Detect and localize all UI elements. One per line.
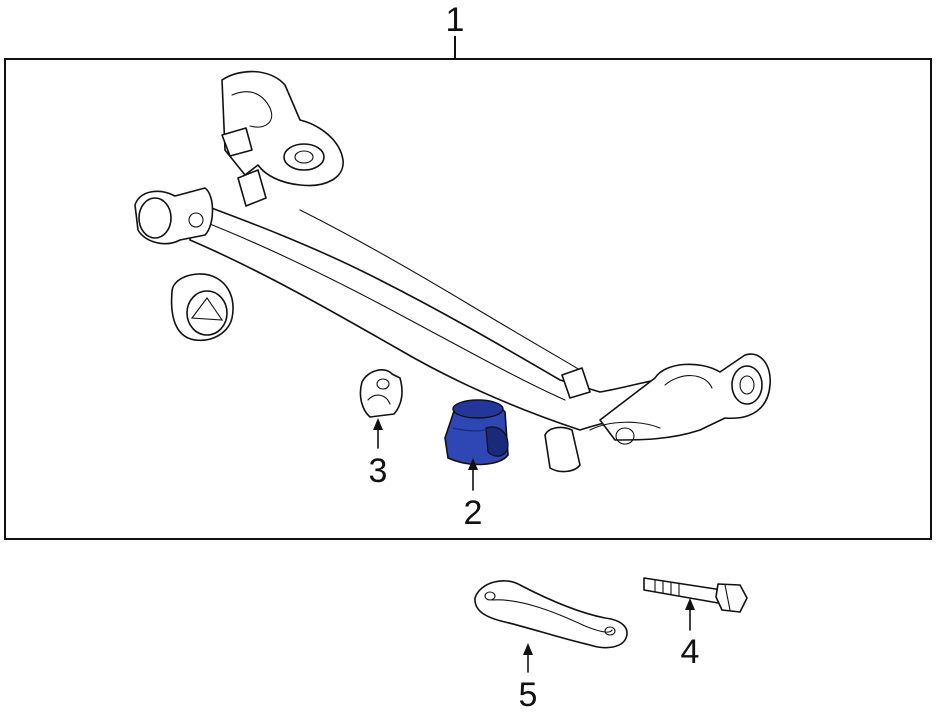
callout-1[interactable]: 1 (446, 1, 465, 39)
loose-bushing[interactable] (170, 273, 234, 342)
callout-2-arrowhead (468, 458, 478, 470)
brace-plate-part-5[interactable] (474, 580, 628, 649)
callout-3-arrowhead (373, 418, 383, 430)
callout-2[interactable]: 2 (464, 494, 483, 532)
assembly-frame (4, 58, 932, 540)
bracket-part-3[interactable] (359, 369, 403, 418)
callout-4-arrowhead (685, 598, 695, 610)
callout-5[interactable]: 5 (519, 676, 538, 714)
callout-4[interactable]: 4 (681, 633, 700, 671)
bushing-part-2[interactable] (444, 399, 509, 466)
callout-3[interactable]: 3 (369, 452, 388, 490)
callout-5-arrowhead (523, 643, 533, 655)
rear-axle-beam[interactable] (134, 70, 771, 473)
bolt-part-4[interactable] (643, 577, 748, 613)
